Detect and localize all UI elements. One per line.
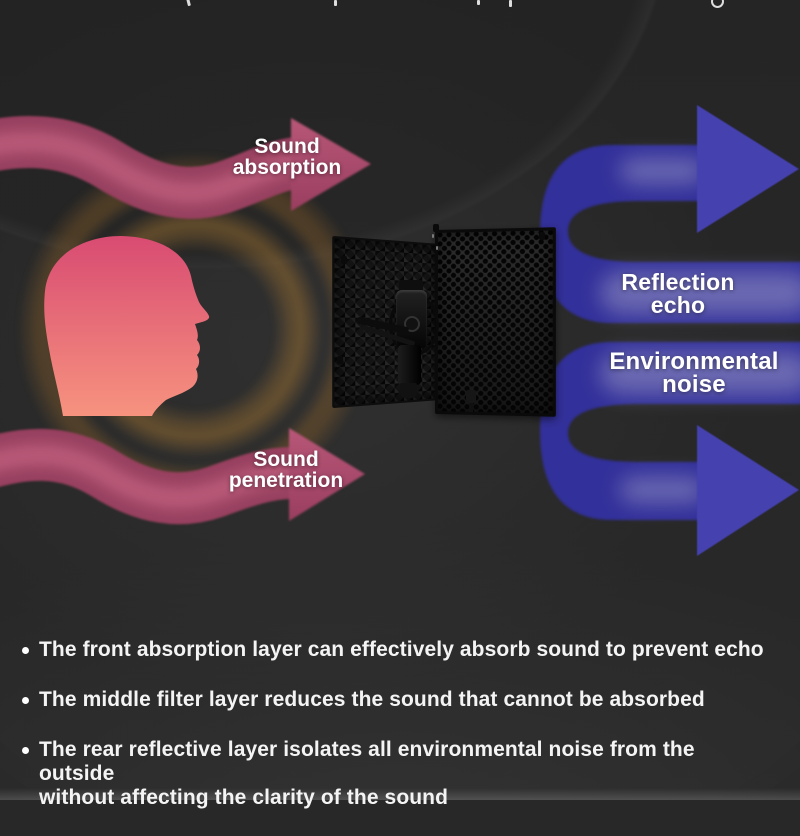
panel-screw: [341, 256, 347, 264]
bullet-item: The middle filter layer reduces the soun…: [22, 688, 770, 712]
right-diagram-scene: [540, 105, 800, 556]
environmental-noise-arrowhead: [697, 425, 799, 556]
reflection-echo-arrowhead: [697, 105, 799, 233]
cropped-text-fragment: [477, 0, 480, 5]
environmental-noise-arrow: [540, 342, 800, 556]
isolation-shield-product: [332, 224, 556, 417]
left-diagram-scene: [0, 115, 371, 525]
feature-bullets: The front absorption layer can effective…: [22, 638, 770, 836]
panel-screw: [337, 356, 343, 364]
microphone-grip: [398, 345, 421, 385]
bullet-item: The front absorption layer can effective…: [22, 638, 770, 662]
microphone-capsule-top: [399, 280, 423, 293]
sound-penetration-label: Sound penetration: [228, 448, 344, 492]
cropped-text-fragment: [509, 0, 512, 7]
cropped-text-fragment: [711, 0, 724, 8]
panel-screw: [539, 232, 545, 240]
stand-screw: [466, 390, 476, 403]
reflection-echo-label: Reflection echo: [621, 269, 735, 318]
stand-stem: [469, 403, 473, 412]
cropped-text-fragment: [334, 0, 337, 6]
sound-penetration-arrowhead: [289, 428, 365, 521]
sound-absorption-arrowhead: [291, 118, 371, 211]
environmental-noise-label: Environmental noise: [609, 348, 779, 398]
sound-penetration-arrow: [0, 428, 365, 525]
sound-absorption-label: Sound absorption: [232, 135, 342, 179]
infographic-canvas: { "colors": { "bg": "#282828", "text": "…: [0, 0, 800, 809]
bullet-dot: [22, 747, 29, 754]
bullet-dot: [22, 647, 29, 654]
mount-knob: [400, 383, 417, 398]
hinge-glint: [432, 234, 434, 238]
sound-absorption-arrow: [0, 115, 371, 219]
head-silhouette: [44, 236, 210, 416]
bottom-edge-strip: [0, 788, 800, 800]
bullet-dot: [22, 697, 29, 704]
perforated-reflective-panel: [435, 227, 556, 417]
hinge-glint: [436, 246, 438, 250]
panel-screw: [433, 224, 439, 232]
reflection-echo-arrow: [540, 105, 800, 323]
